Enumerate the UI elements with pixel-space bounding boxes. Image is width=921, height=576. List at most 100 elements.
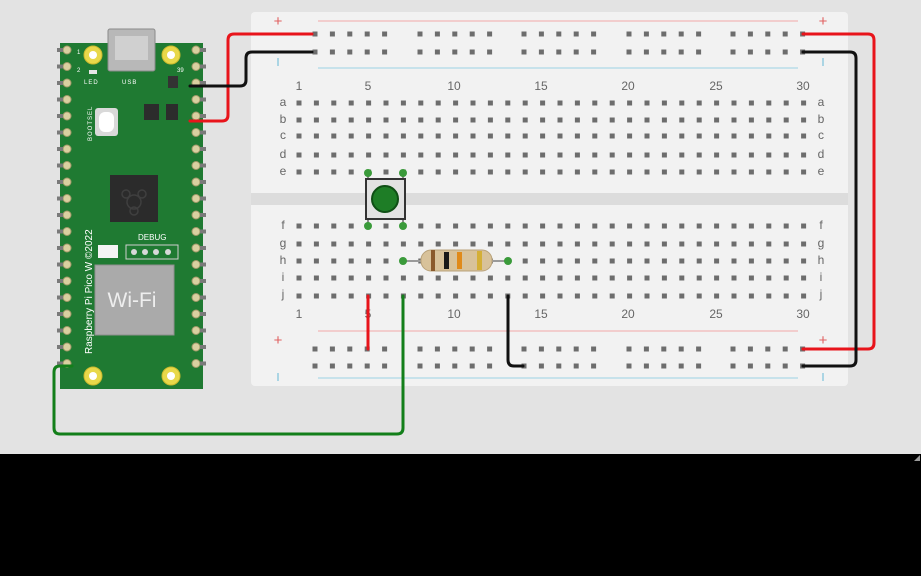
breadboard-hole[interactable]	[470, 223, 476, 229]
breadboard-hole[interactable]	[331, 258, 337, 264]
breadboard-hole[interactable]	[400, 100, 406, 106]
pushbutton-cap[interactable]	[371, 185, 399, 213]
breadboard-hole[interactable]	[644, 169, 650, 175]
breadboard-hole[interactable]	[347, 31, 353, 37]
breadboard-hole[interactable]	[313, 117, 319, 123]
breadboard-hole[interactable]	[766, 169, 772, 175]
breadboard-hole[interactable]	[714, 258, 720, 264]
breadboard-hole[interactable]	[383, 133, 389, 139]
breadboard-hole[interactable]	[435, 152, 441, 158]
breadboard-hole[interactable]	[661, 346, 667, 352]
pico-pin[interactable]	[62, 309, 72, 319]
breadboard-hole[interactable]	[522, 241, 528, 247]
breadboard-hole[interactable]	[730, 31, 736, 37]
breadboard-hole[interactable]	[418, 223, 424, 229]
breadboard-hole[interactable]	[470, 117, 476, 123]
breadboard-hole[interactable]	[313, 241, 319, 247]
breadboard-hole[interactable]	[609, 133, 615, 139]
breadboard-hole[interactable]	[661, 293, 667, 299]
breadboard-hole[interactable]	[331, 133, 337, 139]
breadboard-hole[interactable]	[296, 293, 302, 299]
breadboard-hole[interactable]	[505, 275, 511, 281]
breadboard-hole[interactable]	[417, 49, 423, 55]
breadboard-hole[interactable]	[592, 275, 598, 281]
breadboard-hole[interactable]	[696, 363, 702, 369]
breadboard-hole[interactable]	[783, 169, 789, 175]
breadboard-hole[interactable]	[348, 223, 354, 229]
breadboard-hole[interactable]	[435, 169, 441, 175]
breadboard-hole[interactable]	[661, 100, 667, 106]
breadboard-hole[interactable]	[435, 223, 441, 229]
breadboard-hole[interactable]	[453, 293, 459, 299]
breadboard-hole[interactable]	[470, 275, 476, 281]
breadboard-hole[interactable]	[574, 169, 580, 175]
breadboard-hole[interactable]	[644, 241, 650, 247]
breadboard-hole[interactable]	[557, 223, 563, 229]
breadboard-hole[interactable]	[609, 258, 615, 264]
breadboard-hole[interactable]	[592, 133, 598, 139]
pico-pin[interactable]	[191, 128, 201, 137]
breadboard-hole[interactable]	[556, 363, 562, 369]
pico-pin[interactable]	[62, 144, 72, 154]
breadboard-hole[interactable]	[366, 275, 372, 281]
breadboard-hole[interactable]	[453, 169, 459, 175]
breadboard-hole[interactable]	[661, 152, 667, 158]
breadboard-hole[interactable]	[696, 31, 702, 37]
breadboard-hole[interactable]	[731, 133, 737, 139]
breadboard-hole[interactable]	[470, 241, 476, 247]
breadboard-hole[interactable]	[748, 117, 754, 123]
breadboard-hole[interactable]	[505, 241, 511, 247]
breadboard-hole[interactable]	[348, 152, 354, 158]
breadboard-hole[interactable]	[331, 275, 337, 281]
breadboard-hole[interactable]	[730, 363, 736, 369]
breadboard-hole[interactable]	[627, 117, 633, 123]
breadboard-hole[interactable]	[731, 100, 737, 106]
breadboard-hole[interactable]	[573, 49, 579, 55]
breadboard-hole[interactable]	[382, 31, 388, 37]
breadboard-hole[interactable]	[626, 31, 632, 37]
breadboard-hole[interactable]	[556, 49, 562, 55]
breadboard-hole[interactable]	[312, 346, 318, 352]
breadboard-hole[interactable]	[801, 117, 807, 123]
pico-pin[interactable]	[191, 326, 201, 335]
breadboard-hole[interactable]	[366, 117, 372, 123]
breadboard-hole[interactable]	[296, 241, 302, 247]
breadboard-hole[interactable]	[679, 223, 685, 229]
breadboard-hole[interactable]	[366, 133, 372, 139]
breadboard-hole[interactable]	[783, 241, 789, 247]
breadboard-hole[interactable]	[714, 275, 720, 281]
breadboard-hole[interactable]	[644, 100, 650, 106]
breadboard-hole[interactable]	[783, 223, 789, 229]
breadboard-hole[interactable]	[296, 223, 302, 229]
breadboard-hole[interactable]	[696, 117, 702, 123]
breadboard-hole[interactable]	[383, 223, 389, 229]
pico-pin[interactable]	[62, 161, 72, 170]
breadboard-hole[interactable]	[383, 275, 389, 281]
breadboard-hole[interactable]	[748, 223, 754, 229]
breadboard-hole[interactable]	[435, 293, 441, 299]
breadboard-hole[interactable]	[678, 363, 684, 369]
breadboard-hole[interactable]	[556, 346, 562, 352]
breadboard-hole[interactable]	[418, 133, 424, 139]
breadboard-hole[interactable]	[470, 169, 476, 175]
breadboard-hole[interactable]	[418, 241, 424, 247]
breadboard-hole[interactable]	[348, 258, 354, 264]
breadboard-hole[interactable]	[783, 117, 789, 123]
breadboard-hole[interactable]	[609, 152, 615, 158]
breadboard-hole[interactable]	[382, 49, 388, 55]
breadboard-hole[interactable]	[453, 117, 459, 123]
breadboard-hole[interactable]	[696, 293, 702, 299]
breadboard-hole[interactable]	[661, 275, 667, 281]
breadboard-hole[interactable]	[348, 117, 354, 123]
breadboard-hole[interactable]	[766, 241, 772, 247]
breadboard-hole[interactable]	[592, 223, 598, 229]
pico-pin[interactable]	[191, 45, 201, 55]
breadboard-hole[interactable]	[540, 117, 546, 123]
breadboard-hole[interactable]	[644, 117, 650, 123]
breadboard-hole[interactable]	[696, 346, 702, 352]
breadboard-hole[interactable]	[557, 117, 563, 123]
breadboard-hole[interactable]	[591, 31, 597, 37]
breadboard-hole[interactable]	[783, 152, 789, 158]
pico-pin[interactable]	[62, 128, 72, 137]
breadboard-hole[interactable]	[801, 258, 807, 264]
